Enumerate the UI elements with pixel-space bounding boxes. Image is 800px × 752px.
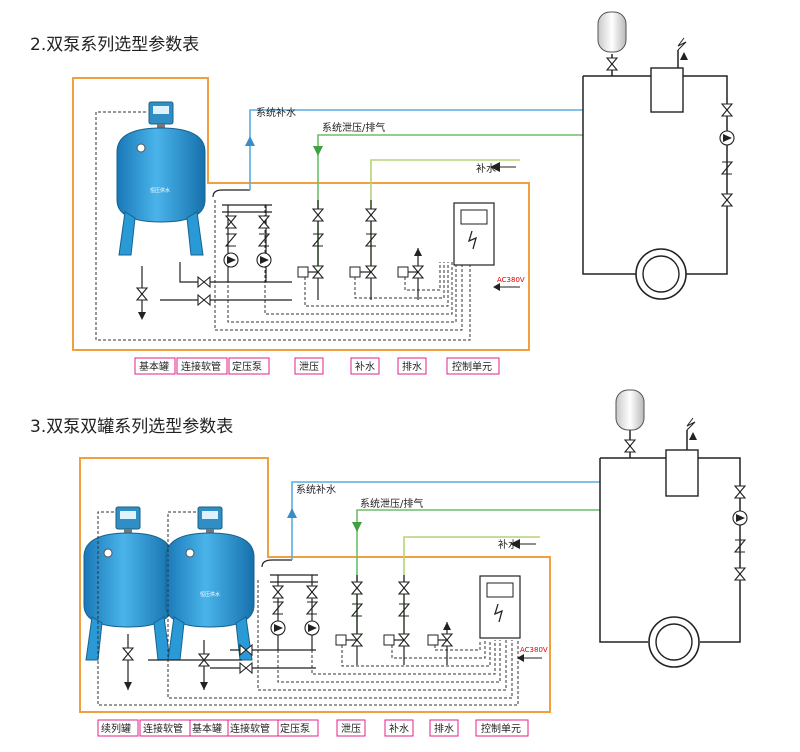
section1-tag-2: 定压泵 (232, 360, 262, 373)
section2-tag-8: 控制单元 (481, 722, 521, 735)
section1-tag-0: 基本罐 (139, 360, 169, 373)
section1-control-unit (453, 202, 495, 266)
section1-relief-line (317, 134, 583, 270)
section1-tag-3: 泄压 (299, 360, 319, 373)
section2-relief-label: 系统泄压/排气 (360, 497, 423, 510)
section2-tag-2: 基本罐 (192, 722, 222, 735)
section1-relief-label: 系统泄压/排气 (322, 121, 385, 134)
section1-wiring (95, 111, 471, 341)
section1-tag-1: 连接软管 (181, 360, 221, 373)
section1-tag-6: 控制单元 (452, 360, 492, 373)
section1-tags: 基本罐 连接软管 定压泵 泄压 补水 排水 控制单元 (134, 357, 500, 375)
section1-tag-4: 补水 (355, 360, 375, 373)
section2-tank-text: 恒压供水 (200, 591, 220, 598)
section2-ac-label: AC380V (520, 646, 548, 654)
section2-heat-exchanger (665, 449, 699, 497)
section2-tag-6: 补水 (389, 722, 409, 735)
section2-wiring (97, 511, 519, 706)
section2-tag-7: 排水 (434, 722, 454, 735)
section1-frame (72, 77, 530, 351)
section1-title: 2.双泵系列选型参数表 (30, 35, 200, 55)
section1-expansion-vessel (597, 11, 627, 53)
section1-circulation-pump (719, 130, 735, 146)
section2-expansion-vessel (615, 389, 645, 431)
section1-supply-line (249, 109, 583, 190)
section2-tank-2 (165, 506, 255, 661)
section2-tags: 续列罐 连接软管 基本罐 连接软管 定压泵 泄压 补水 排水 控制单元 (97, 719, 529, 737)
section2-pump-2 (304, 620, 320, 636)
section1-makeup-label: 补水 (476, 162, 496, 175)
section2-pump-1 (270, 620, 286, 636)
section2-tag-5: 泄压 (341, 722, 361, 735)
section2-title: 3.双泵双罐系列选型参数表 (30, 417, 234, 437)
section1-ac-label: AC380V (497, 276, 525, 284)
section2-diagram: 恒压供水 (79, 389, 748, 737)
section1-diagram: 恒压供水 (72, 11, 735, 375)
section2-tag-1: 连接软管 (143, 722, 183, 735)
section1-tank-text: 恒压供水 (150, 187, 170, 194)
section2-circulation-pump (732, 510, 748, 526)
section2-relief-line (356, 509, 600, 640)
section1-makeup-line (370, 159, 520, 270)
section2-control-unit (479, 575, 521, 639)
section2-frame (79, 457, 551, 713)
section1-supply-label: 系统补水 (256, 106, 296, 119)
section1-tank (116, 101, 206, 256)
section1-heat-exchanger (650, 67, 684, 113)
section2-tag-4: 定压泵 (280, 722, 310, 735)
section1-pump-1 (223, 252, 239, 268)
section1-pump-2 (256, 252, 272, 268)
section1-tag-5: 排水 (402, 360, 422, 373)
section2-tag-0: 续列罐 (101, 722, 131, 735)
section2-makeup-label: 补水 (498, 538, 518, 551)
section2-supply-label: 系统补水 (296, 483, 336, 496)
section2-supply-line (291, 481, 600, 560)
section2-tag-3: 连接软管 (230, 722, 270, 735)
